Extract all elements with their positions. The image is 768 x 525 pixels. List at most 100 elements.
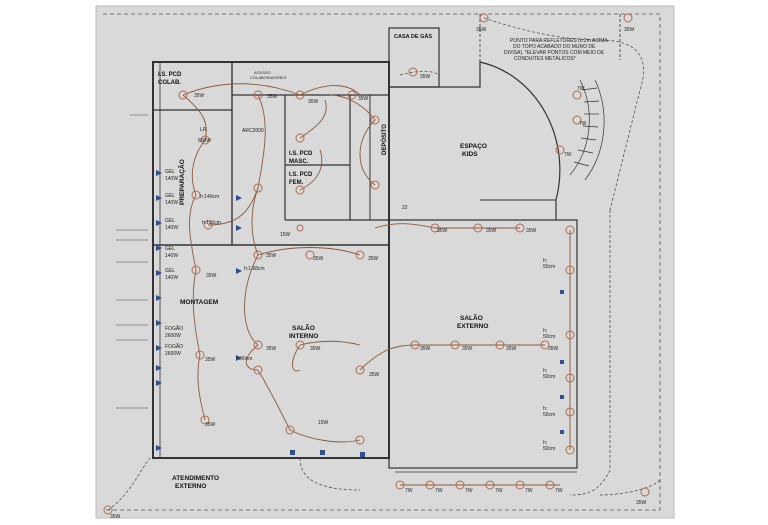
label-preparacao: PREPARAÇÃO bbox=[177, 159, 186, 205]
label-casa-gas: CASA DE GÁS bbox=[394, 33, 432, 40]
watt-label: 35W bbox=[267, 94, 278, 100]
curved-stair bbox=[569, 79, 605, 181]
watt-label: 35W bbox=[205, 422, 216, 428]
label-is-pcd-masc-2: MASC. bbox=[289, 159, 309, 165]
circuit-runs bbox=[182, 83, 571, 486]
watt-label: 35W bbox=[194, 93, 205, 99]
fixture bbox=[565, 330, 575, 340]
watt-label: 35W bbox=[548, 346, 559, 352]
fixture bbox=[473, 223, 483, 233]
fixture bbox=[565, 225, 575, 235]
note-refletores-1: PONTO PARA REFLETORES (h:2m ACIMA bbox=[510, 38, 608, 44]
label-is-pcd-colab-2: COLAB. bbox=[158, 80, 181, 86]
equipment-labels: GEL 140W GEL 140W GEL 140W GEL 140W GEL … bbox=[165, 127, 408, 362]
fixture bbox=[572, 90, 582, 100]
fixture bbox=[295, 340, 305, 350]
height-label: 50cm bbox=[543, 264, 555, 270]
fixture bbox=[479, 13, 489, 23]
fogao-label: FOGÃO bbox=[165, 343, 183, 350]
watt-label: 35W bbox=[110, 514, 121, 520]
fixture bbox=[296, 224, 304, 232]
height-label: h:1.68cm bbox=[244, 266, 265, 272]
watt-label: 7W bbox=[555, 488, 563, 494]
watt-label: 35W bbox=[369, 372, 380, 378]
building-walls bbox=[152, 14, 621, 473]
watt-label: 35W bbox=[313, 256, 324, 262]
fixture bbox=[295, 133, 305, 143]
gel-power: 140W bbox=[165, 176, 178, 182]
gel-label: GEL bbox=[165, 218, 175, 224]
label-atendimento: ATENDIMENTO bbox=[172, 475, 219, 482]
note-refletores-3: DIVISA). *ELEVAR PONTOS COM MEIO DE bbox=[504, 50, 605, 56]
fixture bbox=[253, 183, 263, 193]
height-label: 50cm bbox=[543, 334, 555, 340]
height-label: h: bbox=[543, 258, 547, 264]
fixture bbox=[425, 480, 435, 490]
fixture bbox=[355, 365, 365, 375]
label-atendimento-2: EXTERNO bbox=[175, 483, 206, 490]
fixture bbox=[200, 135, 210, 145]
label-salao-interno: SALÃO bbox=[292, 323, 315, 332]
label-salao-externo: SALÃO bbox=[460, 313, 483, 322]
watt-label: 7W bbox=[577, 86, 585, 92]
watt-label: 15W bbox=[280, 232, 291, 238]
gel-label: GEL bbox=[165, 268, 175, 274]
fixture bbox=[355, 435, 365, 445]
watt-label: 7W bbox=[564, 152, 572, 158]
fixture bbox=[485, 480, 495, 490]
watt-label: 35W bbox=[266, 253, 277, 259]
fixture bbox=[178, 90, 188, 100]
watt-label: 7W bbox=[435, 488, 443, 494]
watt-label: 35W bbox=[624, 27, 635, 33]
fixture bbox=[495, 340, 505, 350]
watt-label: 35W bbox=[266, 346, 277, 352]
label-acesso-2: COLABORADORES bbox=[250, 75, 287, 80]
watt-label: 35W bbox=[420, 74, 431, 80]
wattage-labels: 35W 35W 35W 35W 35W 35W 35W 35W 35W 35W … bbox=[110, 27, 647, 520]
fixture bbox=[410, 340, 420, 350]
device-markers bbox=[156, 170, 564, 457]
fixture bbox=[565, 445, 575, 455]
gel-power: 140W bbox=[165, 253, 178, 259]
watt-label: 35W bbox=[526, 228, 537, 234]
label-is-pcd-masc: I.S. PCD bbox=[289, 151, 313, 157]
watt-label: 35W bbox=[358, 96, 369, 102]
fogao-label: FOGÃO bbox=[165, 325, 183, 332]
height-label: h: bbox=[543, 440, 547, 446]
fixture bbox=[450, 340, 460, 350]
fixture bbox=[515, 480, 525, 490]
fixture bbox=[545, 480, 555, 490]
fixture bbox=[285, 425, 295, 435]
fixture bbox=[623, 13, 633, 23]
fixture bbox=[565, 407, 575, 417]
gel-power: 140W bbox=[165, 200, 178, 206]
fogao-power: 2600W bbox=[165, 333, 181, 339]
fixture bbox=[305, 250, 315, 260]
fixture bbox=[347, 90, 357, 100]
note-refletores-4: CONDUITES METÁLICOS* bbox=[514, 55, 576, 62]
watt-label: 35W bbox=[506, 346, 517, 352]
height-label: 50cm bbox=[543, 446, 555, 452]
height-label: h: bbox=[543, 406, 547, 412]
height-label: 50cm bbox=[543, 412, 555, 418]
fixture bbox=[395, 480, 405, 490]
watt-label: 35W bbox=[437, 228, 448, 234]
fixture bbox=[565, 265, 575, 275]
label-espaco-kids: ESPAÇO bbox=[460, 143, 487, 150]
label-montagem: MONTAGEM bbox=[180, 299, 218, 306]
watt-label: 7W bbox=[495, 488, 503, 494]
fixture bbox=[203, 220, 213, 230]
outlet-marks bbox=[116, 114, 148, 409]
lr-label: LR bbox=[200, 127, 207, 133]
fixture bbox=[565, 373, 575, 383]
lr-power: 600W bbox=[198, 138, 211, 144]
height-label: h: bbox=[543, 328, 547, 334]
height-label: 50cm bbox=[543, 374, 555, 380]
label-is-pcd-fem-2: FEM. bbox=[289, 180, 304, 186]
fixture bbox=[253, 250, 263, 260]
watt-label: 7W bbox=[525, 488, 533, 494]
fixture bbox=[355, 250, 365, 260]
height-label: h:90cm bbox=[236, 356, 252, 362]
watt-label: 35W bbox=[205, 357, 216, 363]
